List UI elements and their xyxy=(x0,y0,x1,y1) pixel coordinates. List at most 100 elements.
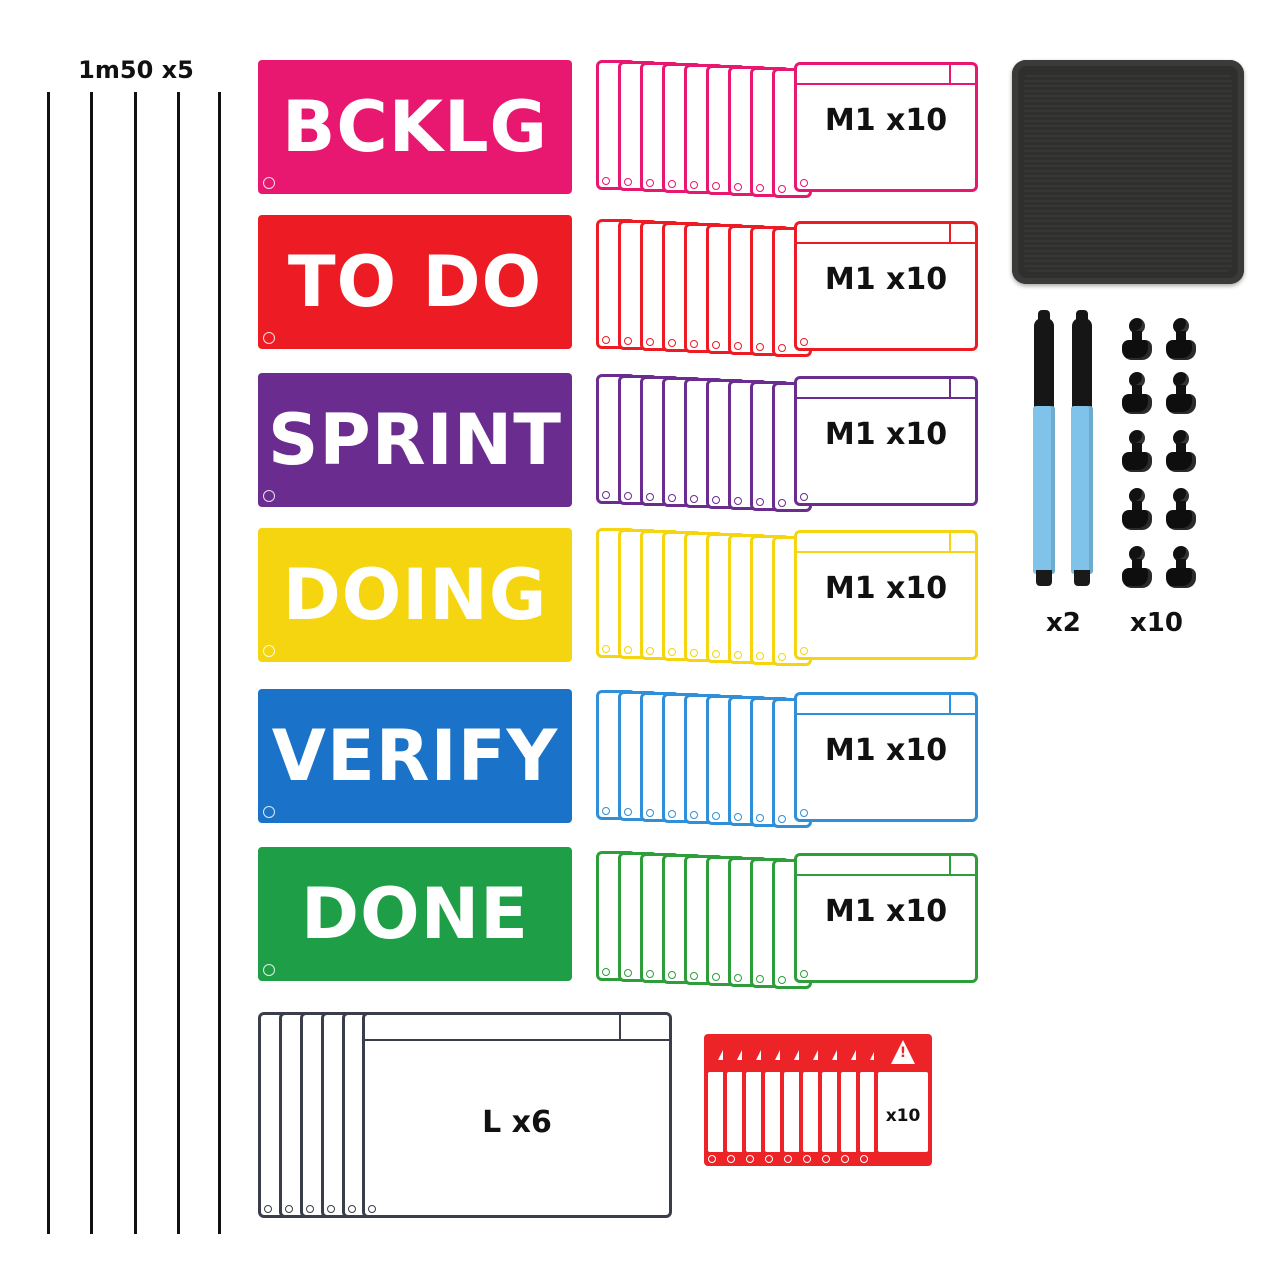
line xyxy=(218,92,221,1234)
large-card-label: L x6 xyxy=(482,1105,552,1140)
brand-icon xyxy=(690,811,698,819)
brand-icon xyxy=(860,1155,868,1163)
magnet-pin xyxy=(1120,430,1154,474)
magnet-pin xyxy=(1164,546,1198,590)
m1-card-stack: M1 x10 xyxy=(596,528,982,666)
brand-icon xyxy=(668,494,676,502)
brand-icon xyxy=(668,180,676,188)
brand-icon xyxy=(784,1155,792,1163)
magnets-count-label: x10 xyxy=(1130,608,1183,638)
brand-icon xyxy=(690,340,698,348)
brand-icon xyxy=(712,496,720,504)
brand-icon xyxy=(602,645,610,653)
brand-icon xyxy=(285,1205,293,1213)
brand-icon xyxy=(778,185,786,193)
brand-icon xyxy=(263,177,275,189)
m1-card-front: M1 x10 xyxy=(794,530,978,660)
brand-icon xyxy=(263,964,275,976)
brand-icon xyxy=(778,499,786,507)
brand-icon xyxy=(765,1155,773,1163)
header-card: DOING xyxy=(258,528,572,662)
header-card-text: DOING xyxy=(282,554,548,636)
brand-icon xyxy=(756,814,764,822)
m1-card-label: M1 x10 xyxy=(824,894,948,929)
brand-icon xyxy=(756,498,764,506)
brand-icon xyxy=(712,650,720,658)
brand-icon xyxy=(690,649,698,657)
brand-icon xyxy=(602,968,610,976)
alert-card-front: !x10 xyxy=(874,1034,932,1166)
brand-icon xyxy=(746,1155,754,1163)
brand-icon xyxy=(690,495,698,503)
m1-card-front: M1 x10 xyxy=(794,692,978,822)
brand-icon xyxy=(734,813,742,821)
m1-card-stack: M1 x10 xyxy=(596,851,982,989)
brand-icon xyxy=(800,970,808,978)
marker-pen xyxy=(1033,310,1055,588)
brand-icon xyxy=(708,1155,716,1163)
brand-icon xyxy=(727,1155,735,1163)
brand-icon xyxy=(602,177,610,185)
brand-icon xyxy=(624,178,632,186)
m1-card-stack: M1 x10 xyxy=(596,219,982,357)
brand-icon xyxy=(646,493,654,501)
marker-pen xyxy=(1071,310,1093,588)
header-card: DONE xyxy=(258,847,572,981)
brand-icon xyxy=(756,184,764,192)
brand-icon xyxy=(712,341,720,349)
header-card-text: DONE xyxy=(300,873,529,955)
brand-icon xyxy=(778,653,786,661)
brand-icon xyxy=(624,969,632,977)
header-card-text: SPRINT xyxy=(268,399,562,481)
header-card: VERIFY xyxy=(258,689,572,823)
magnet-pin xyxy=(1164,488,1198,532)
brand-icon xyxy=(624,808,632,816)
brand-icon xyxy=(602,336,610,344)
m1-card-label: M1 x10 xyxy=(824,417,948,452)
brand-icon xyxy=(734,497,742,505)
m1-card-stack: M1 x10 xyxy=(596,374,982,512)
line xyxy=(134,92,137,1234)
line xyxy=(47,92,50,1234)
brand-icon xyxy=(602,807,610,815)
brand-icon xyxy=(263,332,275,344)
brand-icon xyxy=(734,974,742,982)
brand-icon xyxy=(734,342,742,350)
brand-icon xyxy=(803,1155,811,1163)
magnet-pin xyxy=(1120,372,1154,416)
brand-icon xyxy=(800,179,808,187)
header-card-text: VERIFY xyxy=(271,715,559,797)
m1-card-front: M1 x10 xyxy=(794,853,978,983)
header-card-text: BCKLG xyxy=(281,86,549,168)
brand-icon xyxy=(264,1205,272,1213)
brand-icon xyxy=(712,182,720,190)
brand-icon xyxy=(841,1155,849,1163)
brand-icon xyxy=(690,972,698,980)
lines-label: 1m50 x5 xyxy=(78,56,194,84)
brand-icon xyxy=(646,970,654,978)
header-card: SPRINT xyxy=(258,373,572,507)
warning-icon xyxy=(891,1040,915,1064)
brand-icon xyxy=(327,1205,335,1213)
brand-icon xyxy=(646,809,654,817)
magnet-pin xyxy=(1120,546,1154,590)
brand-icon xyxy=(624,337,632,345)
large-card-stack-cards: L x6 xyxy=(258,1012,672,1220)
large-card-front: L x6 xyxy=(362,1012,672,1218)
m1-card-front: M1 x10 xyxy=(794,62,978,192)
brand-icon xyxy=(778,815,786,823)
line xyxy=(177,92,180,1234)
brand-icon xyxy=(646,647,654,655)
m1-card-label: M1 x10 xyxy=(824,733,948,768)
brand-icon xyxy=(756,652,764,660)
brand-icon xyxy=(668,339,676,347)
brand-icon xyxy=(646,179,654,187)
brand-icon xyxy=(263,645,275,657)
brand-icon xyxy=(712,973,720,981)
brand-icon xyxy=(800,338,808,346)
brand-icon xyxy=(306,1205,314,1213)
m1-card-front: M1 x10 xyxy=(794,376,978,506)
header-card: BCKLG xyxy=(258,60,572,194)
brand-icon xyxy=(646,338,654,346)
magnet-pin xyxy=(1164,318,1198,362)
